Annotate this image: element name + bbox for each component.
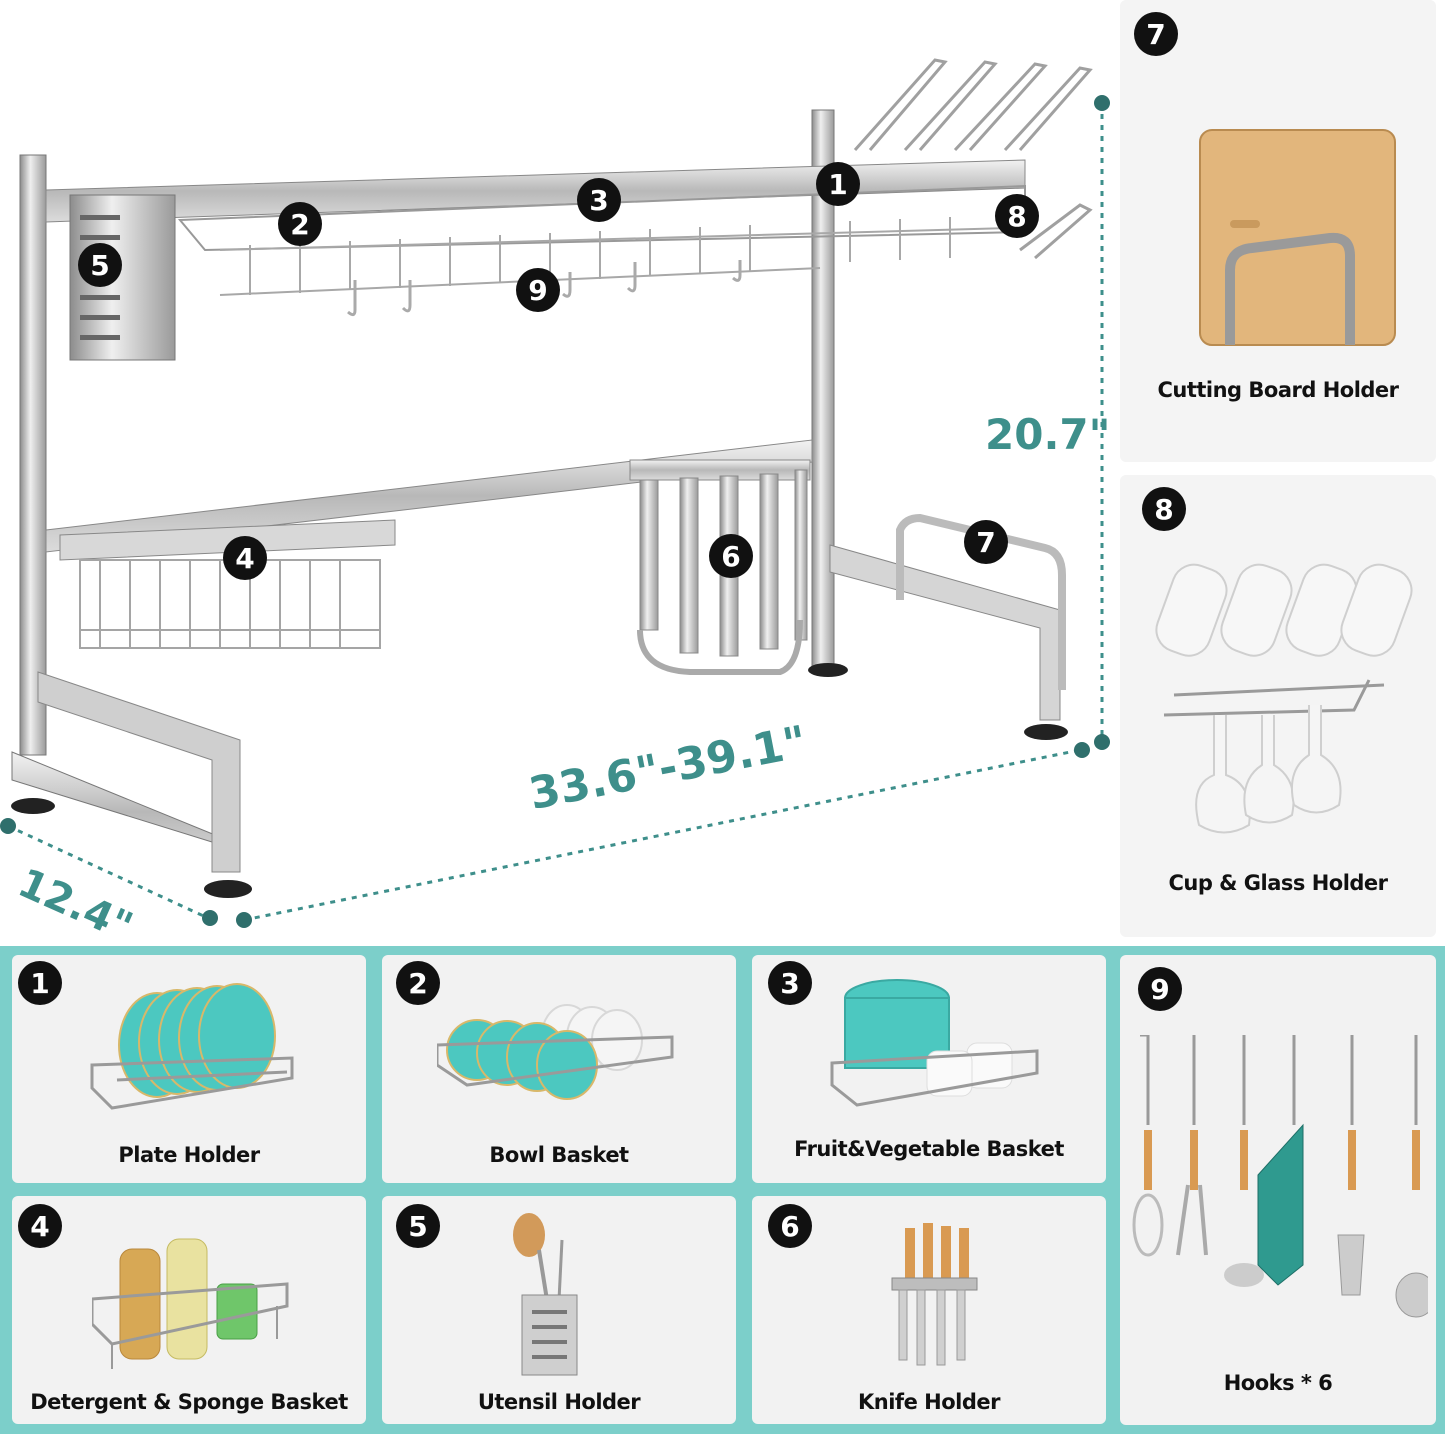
bowl-basket-icon xyxy=(437,1004,674,1100)
dimension-lines xyxy=(0,95,1110,928)
card-5-badge: 5 xyxy=(396,1204,440,1248)
cup-glass-holder-label: Cup & Glass Holder xyxy=(1168,871,1388,895)
cutting-board-holder-label: Cutting Board Holder xyxy=(1157,378,1399,402)
card-4-badge: 4 xyxy=(18,1204,62,1248)
plate-holder-card: 1 Plate Holder xyxy=(12,955,366,1183)
callout-1-badge: 1 xyxy=(816,162,860,206)
plate-holder-label: Plate Holder xyxy=(118,1143,260,1167)
callout-5-badge: 5 xyxy=(78,243,122,287)
detergent-sponge-basket-card: 4 Detergent & Sponge Basket xyxy=(12,1196,366,1424)
card-2-badge: 2 xyxy=(396,961,440,1005)
fruit-vegetable-basket-card: 3 Fruit&Vegetable Basket xyxy=(752,955,1106,1183)
bowl-basket-card: 2 Bowl Basket xyxy=(382,955,736,1183)
callout-3-badge: 3 xyxy=(577,178,621,222)
detergent-sponge-basket-label: Detergent & Sponge Basket xyxy=(30,1390,348,1414)
utensil-holder-card: 5 Utensil Holder xyxy=(382,1196,736,1424)
fruit-vegetable-basket-label: Fruit&Vegetable Basket xyxy=(794,1137,1064,1161)
cup-glass-holder-panel: 8 Cup & Glass Holder xyxy=(1120,475,1436,937)
detergent-basket-icon xyxy=(92,1238,289,1369)
hooks-icon xyxy=(1132,1035,1428,1318)
callout-8-badge: 8 xyxy=(995,194,1039,238)
plate-holder-icon xyxy=(90,983,294,1110)
fruit-vegetable-basket-icon xyxy=(830,979,1039,1107)
utensil-holder-label: Utensil Holder xyxy=(477,1390,641,1414)
card-9-badge: 9 xyxy=(1138,967,1182,1011)
callout-7-badge: 7 xyxy=(964,520,1008,564)
glass-holder-icon xyxy=(1155,563,1413,834)
card-3-badge: 3 xyxy=(768,961,812,1005)
hooks-label: Hooks * 6 xyxy=(1223,1371,1333,1395)
utensil-holder-icon xyxy=(513,1213,578,1376)
panel-8-badge: 8 xyxy=(1142,487,1186,531)
knife-holder-label: Knife Holder xyxy=(858,1390,1000,1414)
panel-7-badge: 7 xyxy=(1134,12,1178,56)
callout-2-badge: 2 xyxy=(278,202,322,246)
cutting-board-icon xyxy=(1199,129,1396,346)
callout-4-badge: 4 xyxy=(223,536,267,580)
knife-holder-icon xyxy=(891,1223,978,1366)
height-dimension: 20.7" xyxy=(985,410,1111,459)
card-1-badge: 1 xyxy=(18,961,62,1005)
hooks-card: 9 Hooks * 6 xyxy=(1120,955,1436,1425)
callout-9-badge: 9 xyxy=(516,268,560,312)
bowl-basket-label: Bowl Basket xyxy=(489,1143,629,1167)
cutting-board-holder-panel: 7 Cutting Board Holder xyxy=(1120,0,1436,462)
card-6-badge: 6 xyxy=(768,1204,812,1248)
callout-6-badge: 6 xyxy=(709,534,753,578)
knife-holder-card: 6 Knife Holder xyxy=(752,1196,1106,1424)
